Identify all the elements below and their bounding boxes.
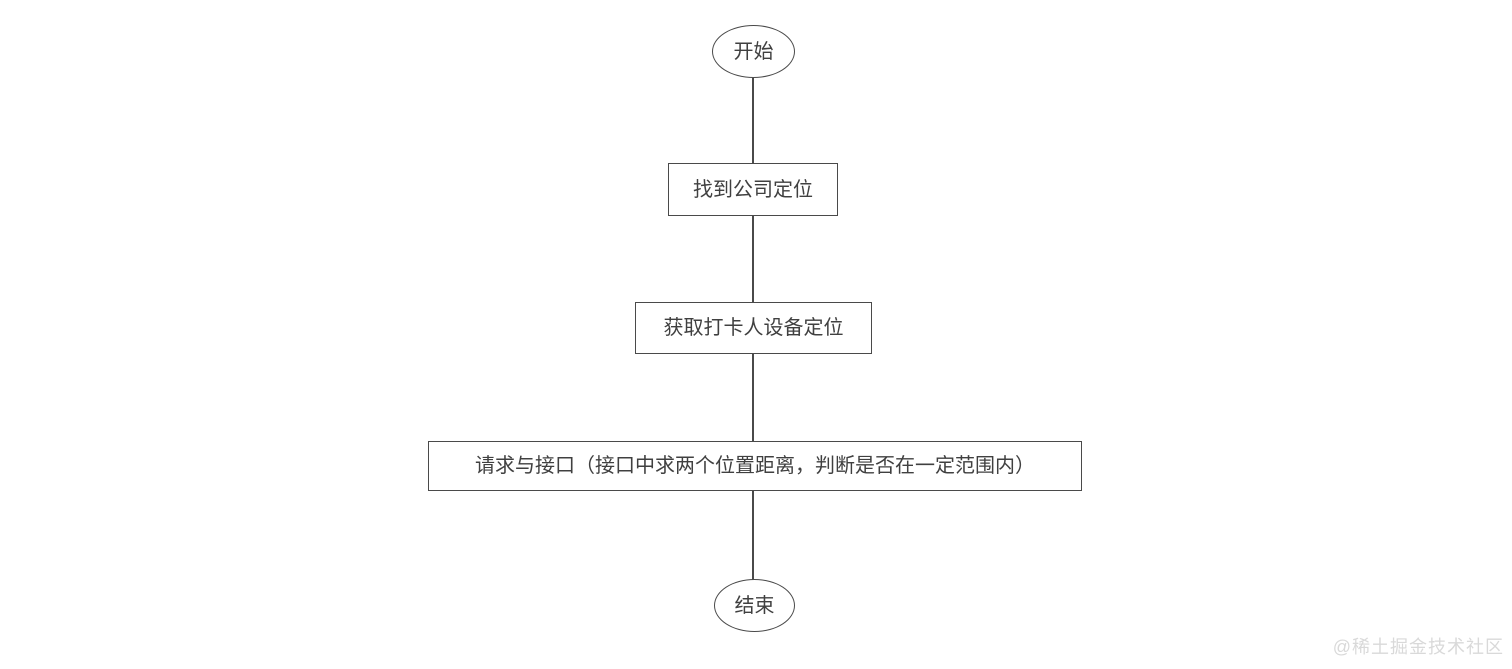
flow-node-end-label: 结束 xyxy=(734,594,775,617)
connector-line-start-step1 xyxy=(752,78,754,164)
flow-node-step2-label: 获取打卡人设备定位 xyxy=(663,317,844,339)
watermark: @稀土掘金技术社区 xyxy=(1332,637,1504,657)
flow-node-start-label: 开始 xyxy=(733,40,774,63)
flow-node-request-interface: 请求与接口（接口中求两个位置距离，判断是否在一定范围内） xyxy=(428,441,1082,491)
flow-node-step1-label: 找到公司定位 xyxy=(693,178,813,201)
flow-node-find-company-location: 找到公司定位 xyxy=(668,163,838,216)
flow-node-start: 开始 xyxy=(712,25,795,78)
flow-node-get-device-location: 获取打卡人设备定位 xyxy=(635,302,872,354)
flow-node-end: 结束 xyxy=(714,579,795,632)
connector-line-step1-step2 xyxy=(752,216,754,303)
connector-line-step2-step3 xyxy=(752,354,754,442)
flow-node-step3-label: 请求与接口（接口中求两个位置距离，判断是否在一定范围内） xyxy=(475,455,1035,477)
connector-line-step3-end xyxy=(752,491,754,580)
